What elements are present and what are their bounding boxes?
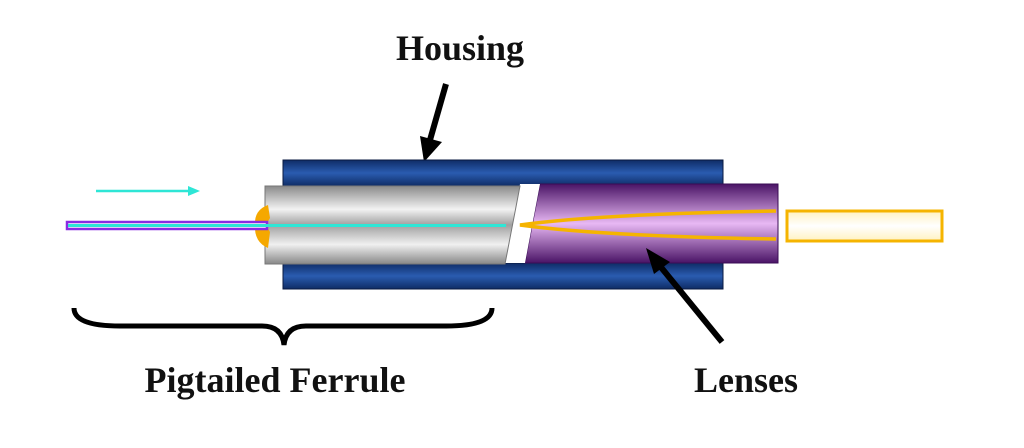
beam-outline: [519, 209, 777, 241]
lens-body: [524, 183, 779, 264]
lenses-arrow: [646, 248, 725, 344]
housing-bottom: [282, 262, 724, 290]
housing-label: Housing: [396, 28, 524, 68]
light-direction-arrow: [96, 186, 200, 196]
housing-arrow: [420, 83, 449, 162]
lenses-label: Lenses: [694, 360, 798, 400]
ferrule-label: Pigtailed Ferrule: [145, 360, 406, 400]
collimated-output: [785, 209, 944, 243]
housing-top: [282, 159, 724, 187]
ferrule-brace: [71, 307, 495, 346]
